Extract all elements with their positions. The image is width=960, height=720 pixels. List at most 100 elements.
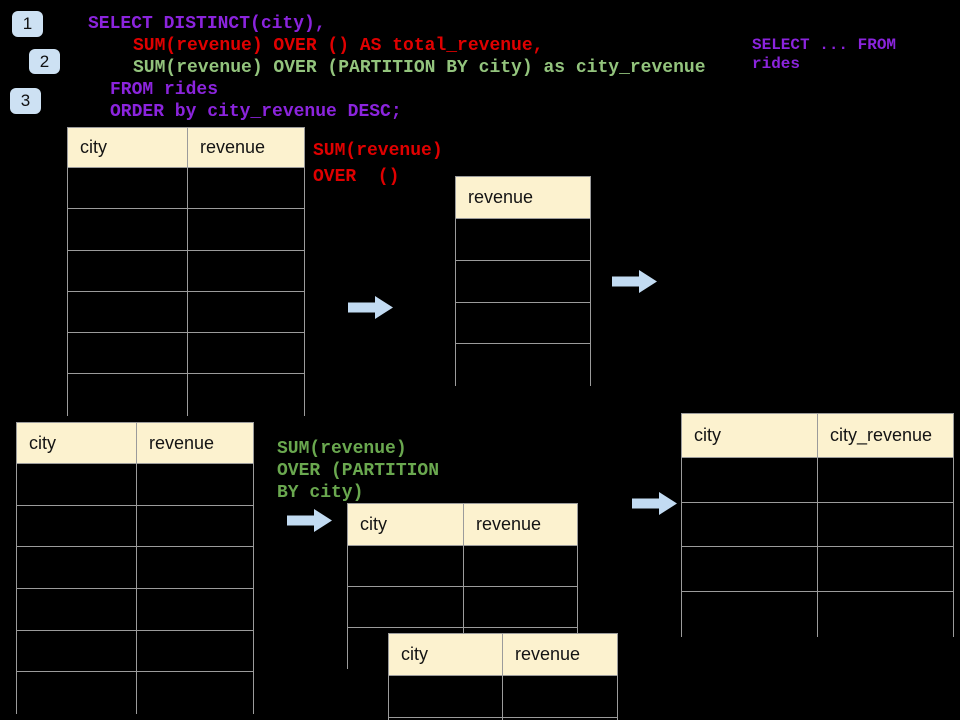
column-header-city-revenue: city_revenue xyxy=(830,425,933,445)
table-final-result: city city_revenue xyxy=(681,413,954,637)
table-cell xyxy=(818,592,953,637)
table-cell xyxy=(348,546,464,586)
table-row xyxy=(68,168,304,210)
sql-line-partition: SUM(revenue) OVER (PARTITION BY city) as… xyxy=(133,58,706,78)
table-cell xyxy=(464,587,577,627)
table-row xyxy=(17,464,253,506)
table-cell xyxy=(188,374,304,415)
table-row xyxy=(682,502,953,548)
table-cell xyxy=(68,250,188,291)
table-cell xyxy=(464,546,577,586)
table-cell xyxy=(17,630,137,672)
table-source-bottom: city revenue xyxy=(16,422,254,715)
table-row xyxy=(389,676,617,718)
table-cell xyxy=(17,589,137,630)
column-header-city: city xyxy=(348,504,464,545)
side-note-line1: SELECT ... FROM xyxy=(752,36,897,54)
table-row xyxy=(68,333,304,375)
table-cell xyxy=(682,547,818,592)
table-header-row: city revenue xyxy=(68,128,304,168)
table-header-row: city city_revenue xyxy=(682,414,953,458)
table-cell xyxy=(389,676,503,717)
table-row xyxy=(17,630,253,673)
table-cell xyxy=(17,547,137,589)
table-header-row: city revenue xyxy=(17,423,253,464)
arrow-right-icon xyxy=(287,509,332,532)
column-header-city: city xyxy=(389,634,503,675)
table-row xyxy=(348,546,577,587)
table-row xyxy=(68,374,304,416)
column-header-city: city xyxy=(68,128,188,167)
column-header-city: city xyxy=(17,423,137,463)
table-cell xyxy=(456,219,590,260)
table-row xyxy=(456,260,590,303)
table-row xyxy=(389,718,617,720)
arrow-right-icon xyxy=(632,492,677,515)
table-cell xyxy=(17,505,137,547)
table-row xyxy=(682,547,953,593)
table-header-row: city revenue xyxy=(389,634,617,676)
table-cell xyxy=(17,464,137,505)
table-row xyxy=(17,672,253,715)
table-header-row: city revenue xyxy=(348,504,577,546)
arrow-right-icon xyxy=(612,270,657,293)
table-cell xyxy=(188,209,304,249)
table-body xyxy=(17,464,253,715)
table-row xyxy=(68,250,304,292)
sql-line-total-revenue: SUM(revenue) OVER () AS total_revenue, xyxy=(133,36,544,56)
table-cell xyxy=(68,291,188,333)
annotation-partition-line3: BY city) xyxy=(277,483,364,503)
table-row xyxy=(348,587,577,628)
table-source-top: city revenue xyxy=(67,127,305,416)
table-cell xyxy=(456,344,590,386)
annotation-partition-line2: OVER (PARTITION xyxy=(277,461,440,481)
table-cell xyxy=(188,168,304,208)
table-cell xyxy=(188,292,304,332)
table-total-result: revenue xyxy=(455,176,591,387)
table-cell xyxy=(17,672,137,715)
column-header-revenue: revenue xyxy=(468,187,534,207)
table-row xyxy=(17,505,253,548)
table-row xyxy=(456,219,590,261)
table-cell xyxy=(456,303,590,344)
step-badge-3: 3 xyxy=(10,88,41,114)
table-row xyxy=(17,547,253,590)
table-row xyxy=(68,291,304,334)
side-note-line2: rides xyxy=(752,55,801,73)
table-row xyxy=(68,209,304,251)
table-cell xyxy=(682,502,818,547)
column-header-city: city xyxy=(682,414,818,457)
sql-line-select: SELECT DISTINCT(city), xyxy=(88,14,326,34)
table-cell xyxy=(137,672,253,714)
table-row xyxy=(456,344,590,387)
annotation-total-line1: SUM(revenue) xyxy=(313,141,443,161)
table-row xyxy=(456,302,590,345)
table-cell xyxy=(818,458,953,502)
column-header-revenue: revenue xyxy=(515,644,581,664)
sql-line-from: FROM rides xyxy=(110,80,219,100)
sql-line-order: ORDER by city_revenue DESC; xyxy=(110,102,402,122)
annotation-total-line2: OVER () xyxy=(313,167,400,187)
column-header-revenue: revenue xyxy=(149,432,215,453)
table-cell xyxy=(818,503,953,547)
table-cell xyxy=(682,592,818,637)
table-header-row: revenue xyxy=(456,177,590,219)
table-cell xyxy=(68,209,188,250)
table-row xyxy=(682,458,953,503)
table-body xyxy=(68,168,304,416)
table-cell xyxy=(682,458,818,502)
table-cell xyxy=(503,676,617,717)
column-header-revenue: revenue xyxy=(476,514,542,534)
table-body xyxy=(682,458,953,637)
table-cell xyxy=(137,631,253,672)
table-cell xyxy=(456,261,590,302)
table-row xyxy=(682,592,953,637)
table-row xyxy=(17,589,253,631)
arrow-right-icon xyxy=(348,296,393,319)
table-cell xyxy=(137,506,253,547)
table-cell xyxy=(137,547,253,588)
table-cell xyxy=(389,718,503,720)
table-cell xyxy=(818,547,953,591)
annotation-partition-line1: SUM(revenue) xyxy=(277,439,407,459)
